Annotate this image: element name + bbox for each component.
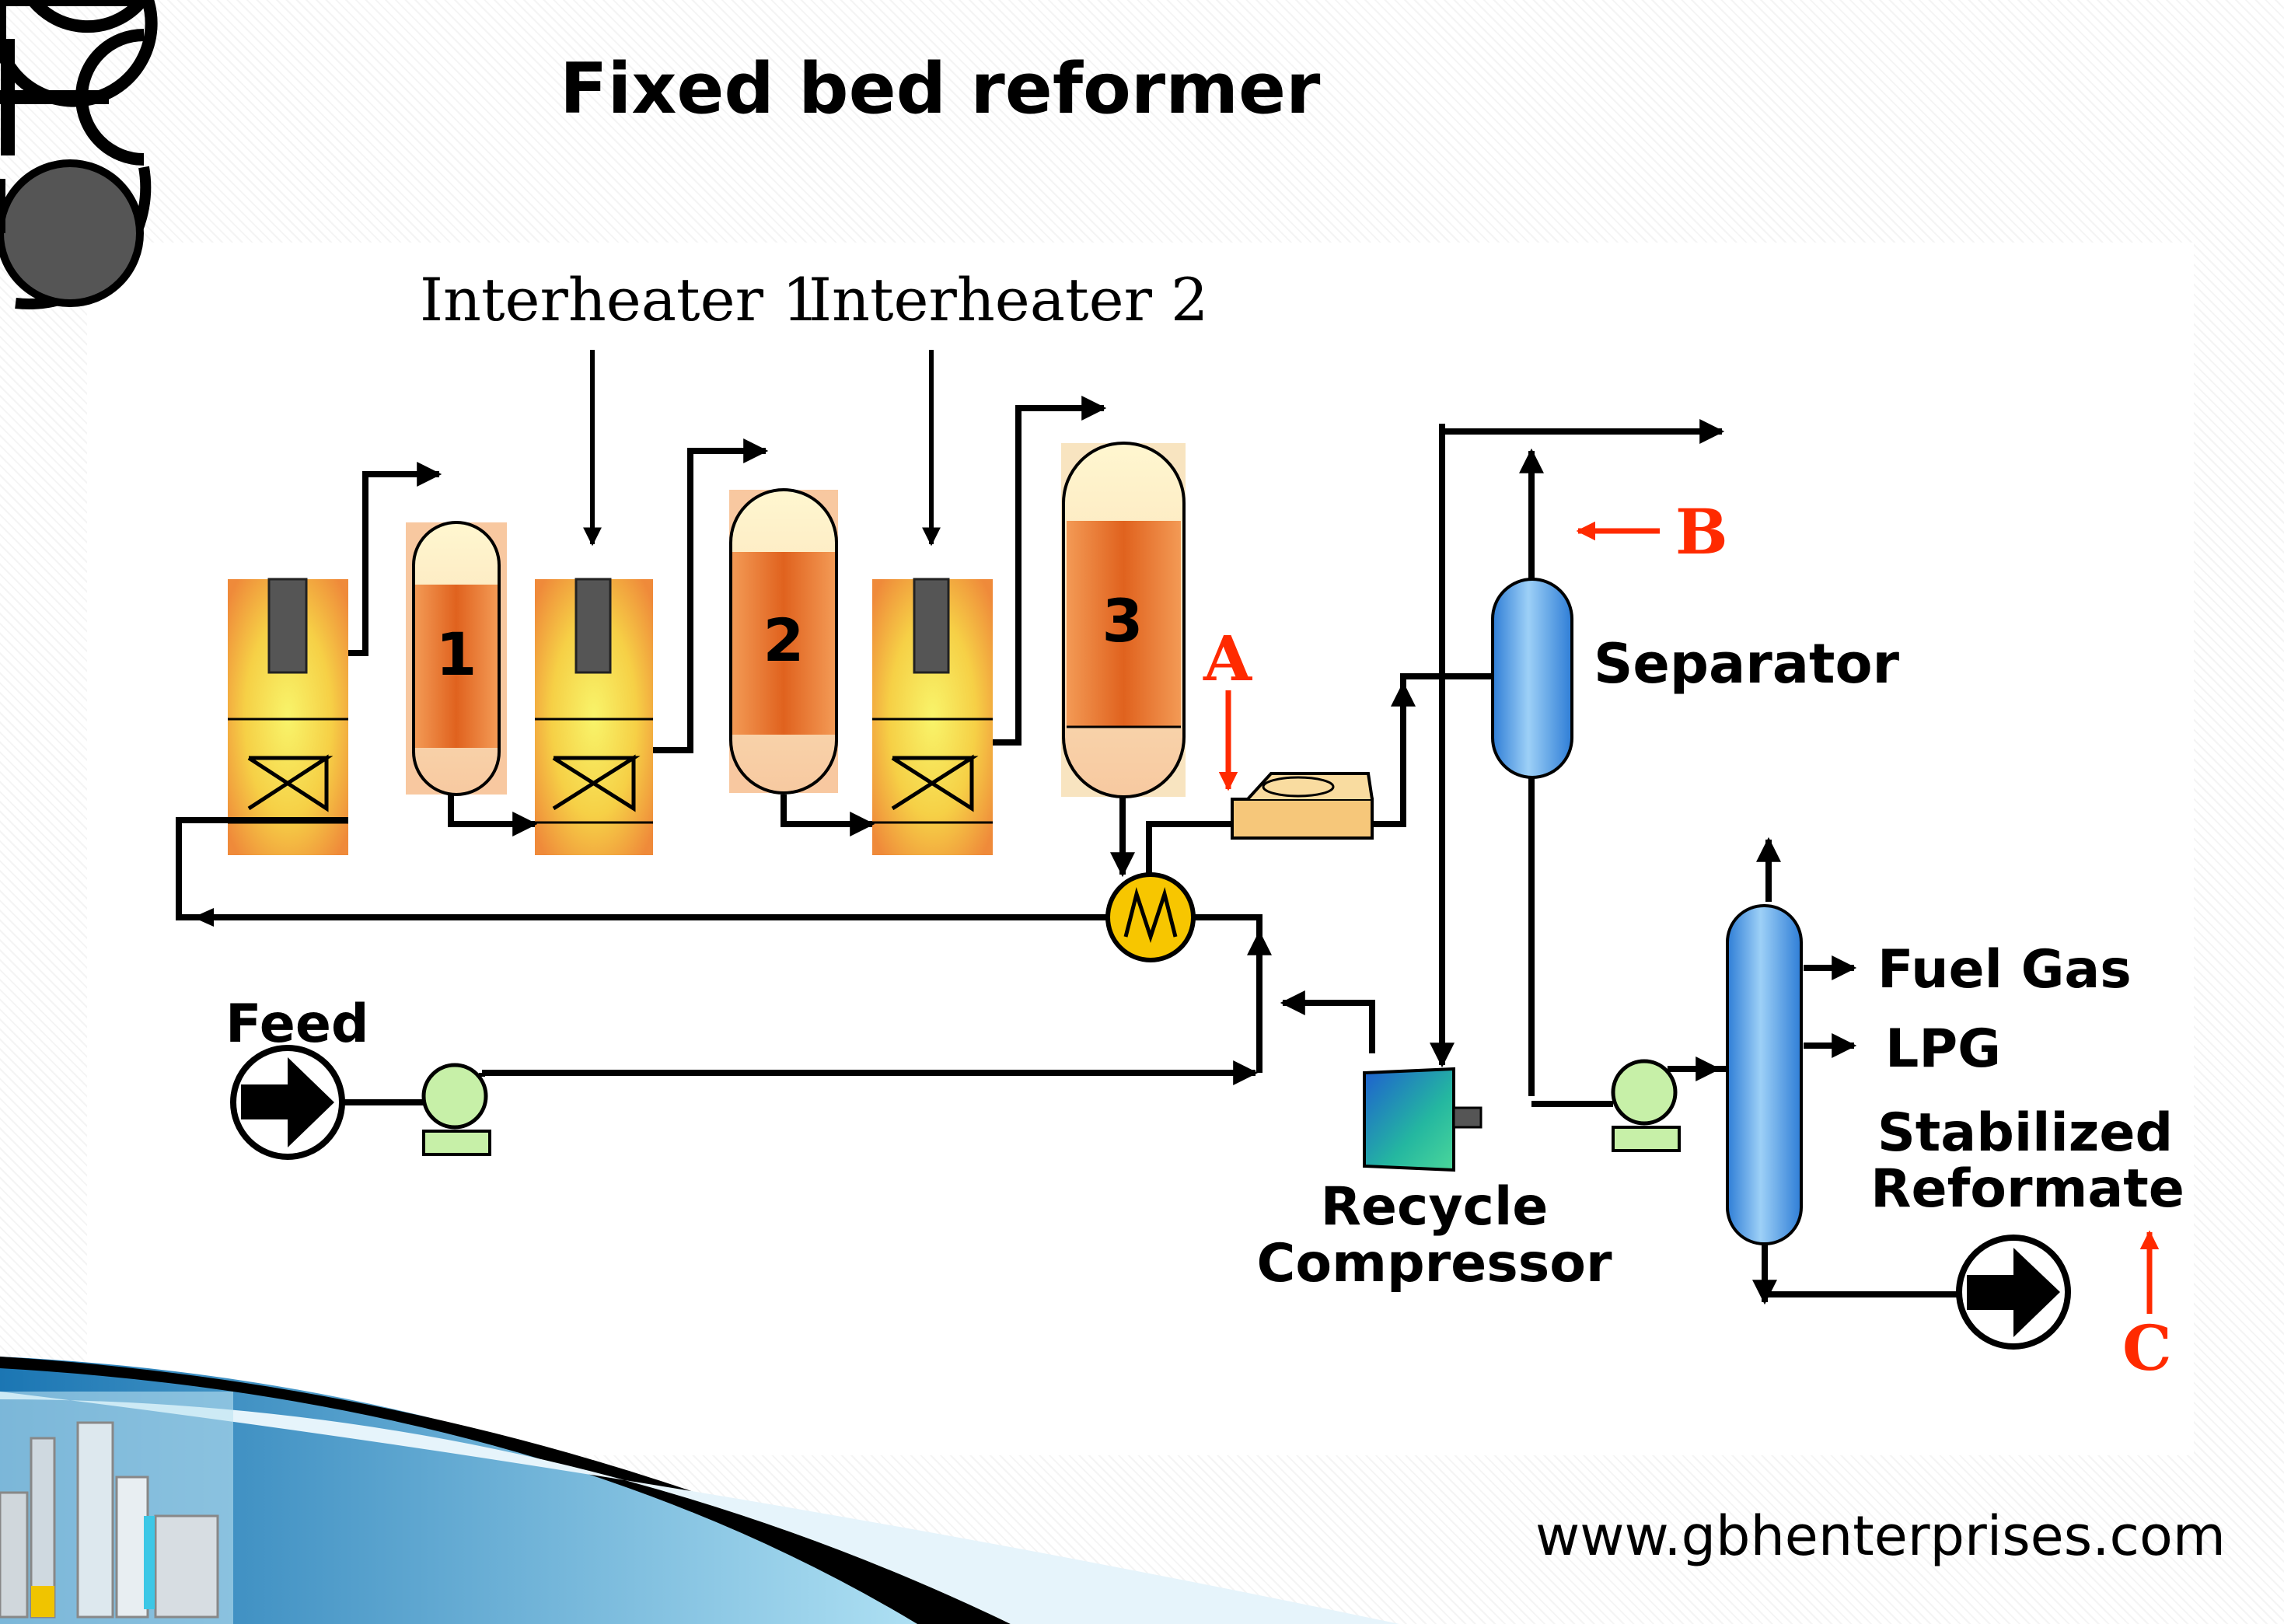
return-arrow-head (193, 908, 214, 927)
reactor-2: 2 (729, 488, 838, 795)
feed-label: Feed (225, 994, 369, 1055)
recycle-compressor (1363, 1067, 1483, 1172)
reactor-3: 3 (1061, 442, 1186, 798)
marker-a: A (1203, 622, 1252, 695)
product-pump (1611, 1059, 1681, 1152)
reactor-2-number: 2 (763, 606, 805, 675)
website-url: www.gbhenterprises.com (1535, 1504, 2226, 1568)
air-cooler (1231, 772, 1374, 840)
reactor-1-number: 1 (436, 620, 477, 689)
reactor-3-number: 3 (1102, 586, 1144, 655)
compressor-label-line2: Compressor (1256, 1233, 1612, 1294)
feed-pump (421, 1063, 491, 1156)
lpg-label: LPG (1885, 1018, 2001, 1080)
marker-b: B (1675, 495, 1728, 568)
stabilizer-column (1726, 904, 1803, 1245)
compressor-label-line1: Recycle (1321, 1176, 1549, 1238)
reactor-1: 1 (406, 521, 507, 796)
heater-1 (228, 578, 348, 855)
footer-banner (0, 1357, 1399, 1624)
heater-2 (535, 578, 653, 855)
separator-vessel (1491, 578, 1573, 779)
interheater-1-label: Interheater 1 (420, 265, 819, 334)
heat-exchanger (1105, 872, 1196, 962)
separator-label: Separator (1594, 632, 1900, 696)
logo (0, 0, 158, 309)
stabilized-label: Stabilized (1877, 1102, 2173, 1164)
fuel-gas-label: Fuel Gas (1877, 939, 2132, 1001)
reformate-outlet-icon (1956, 1235, 2071, 1350)
heater-3 (872, 578, 993, 855)
marker-c: C (2122, 1311, 2172, 1385)
reformate-label: Reformate (1870, 1158, 2184, 1220)
slide-title: Fixed bed reformer (560, 48, 1321, 130)
feed-inlet-icon (230, 1045, 345, 1160)
interheater-2-label: Interheater 2 (808, 265, 1208, 334)
